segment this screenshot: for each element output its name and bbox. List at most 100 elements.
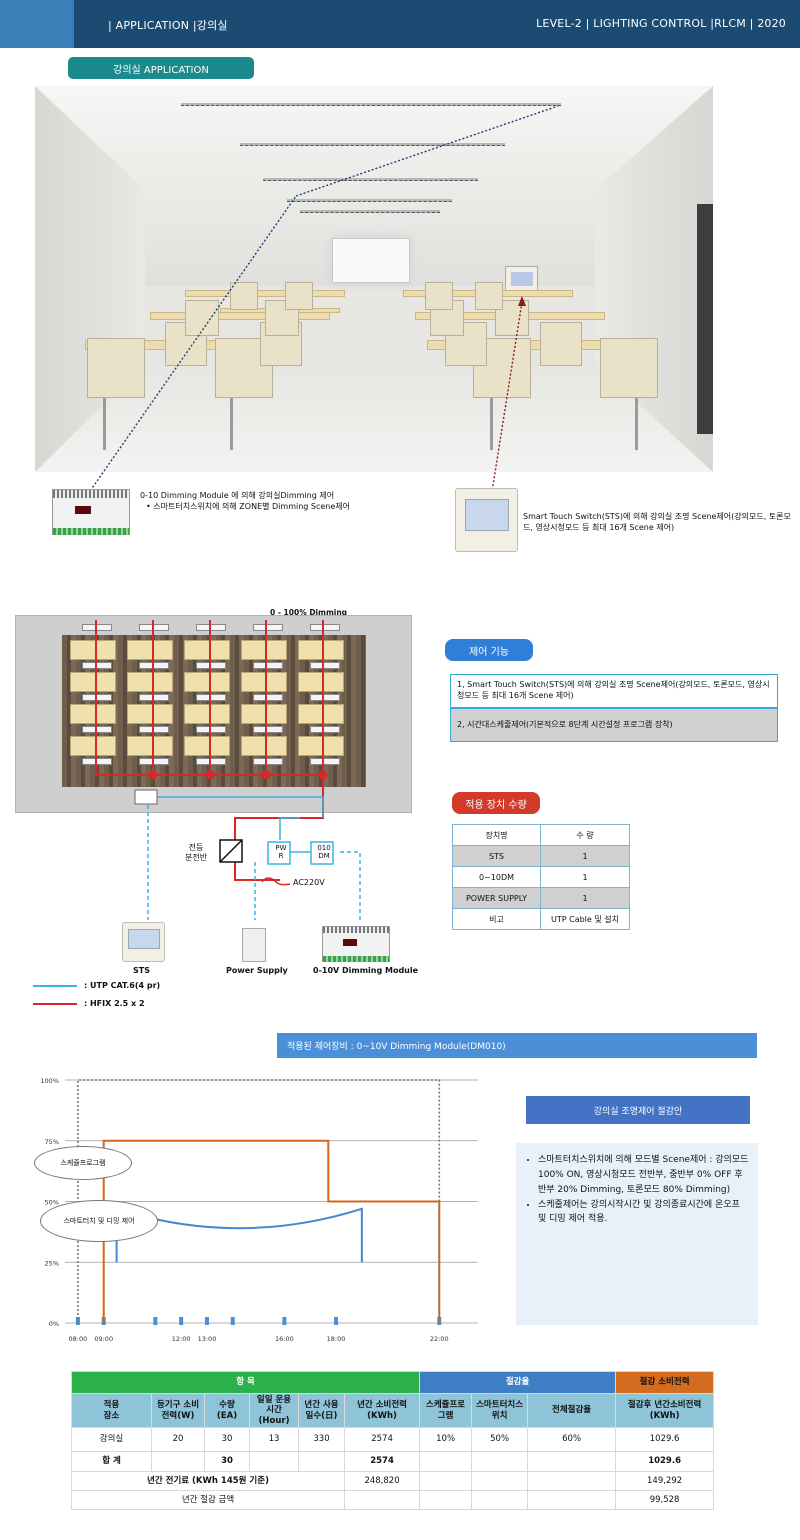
- cell: [471, 1471, 529, 1491]
- table-fee-row: 년간 전기료 (KWh 145원 기준) 248,820 149,292: [71, 1471, 715, 1491]
- chair: [185, 300, 219, 336]
- junction-dot: [205, 770, 215, 780]
- equipment-title: 적용 장치 수량: [452, 792, 540, 814]
- wiring-diagram: [95, 620, 361, 920]
- header-cell: 스케쥴프로 그램: [419, 1393, 473, 1428]
- header-left-text: | APPLICATION |강의실: [108, 19, 228, 32]
- plan-desk: [70, 672, 116, 692]
- dimming-caption-line1: 0-10 Dimming Module 에 의해 강의실Dimming 제어: [140, 491, 335, 500]
- header-cell: 년간 소비전력 (KWh): [343, 1393, 421, 1428]
- plan-desk: [70, 736, 116, 756]
- power-supply-device: [242, 928, 266, 962]
- wall-switch-screen: [511, 272, 533, 286]
- header-cell: 스마트터치스 위치: [471, 1393, 529, 1428]
- plan-desk: [127, 704, 173, 724]
- header-cell: 수량 (EA): [204, 1393, 250, 1428]
- ceiling-light: [240, 143, 505, 146]
- total-saved: 1029.6: [615, 1451, 715, 1472]
- sts-caption-line2: 드, 영상시청모드 등 최대 16개 Scene 제어): [523, 522, 675, 532]
- fee-after: 149,292: [615, 1471, 715, 1491]
- table-header-row: 적용 장소 등기구 소비 전력(W) 수량 (EA) 일일 운용 시간(Hour…: [71, 1393, 715, 1428]
- y-tick-label: 50%: [45, 1199, 59, 1207]
- plan-desk: [127, 640, 173, 660]
- chair: [230, 282, 258, 310]
- equipment-table: 장치명 수 량 STS 1 0~10DM 1 POWER SUPPLY 1 비고…: [452, 824, 630, 930]
- sts-device: [455, 488, 518, 552]
- door: [697, 204, 713, 434]
- cell: [343, 1490, 421, 1510]
- saving-label: 년간 절감 금액: [71, 1490, 345, 1510]
- plan-desk: [70, 704, 116, 724]
- x-tick-label: 16:00: [275, 1335, 294, 1343]
- pwr-label: PW R: [275, 844, 287, 860]
- cell: [151, 1451, 205, 1472]
- callout-lines: [87, 105, 559, 499]
- sts-callout-line: [490, 301, 523, 499]
- equipment-cell: 1: [540, 887, 630, 909]
- cell: 30: [204, 1427, 250, 1452]
- total-annual: 2574: [343, 1451, 421, 1472]
- plan-lamp-icon: [253, 758, 283, 765]
- equipment-cell: 1: [540, 866, 630, 888]
- equipment-row: STS 1: [452, 845, 630, 867]
- sts-caption-line1: Smart Touch Switch(STS)에 의해 강의실 조명 Scene…: [523, 512, 791, 521]
- header-cell: 적용 장소: [71, 1393, 152, 1428]
- equipment-cell: POWER SUPPLY: [452, 887, 541, 909]
- sts-caption: Smart Touch Switch(STS)에 의해 강의실 조명 Scene…: [523, 512, 791, 534]
- cell: [249, 1451, 299, 1472]
- savings-bullet: 스마트터치스위치에 의해 모드별 Scene제어 : 강의모드 100% ON,…: [538, 1153, 750, 1198]
- plan-desk: [298, 736, 344, 756]
- fee-label: 년간 전기료 (KWh 145원 기준): [71, 1471, 345, 1491]
- fee-before: 248,820: [343, 1471, 421, 1491]
- plan-lamp-icon: [310, 662, 340, 669]
- table-group-row: 항 목 절감율 절감 소비전력: [70, 1371, 715, 1394]
- equipment-cell: STS: [452, 845, 541, 867]
- x-tick-marker: [179, 1317, 184, 1325]
- cell: [419, 1490, 473, 1510]
- plan-desk: [241, 640, 287, 660]
- plan-desk: [184, 704, 230, 724]
- section-title: 강의실 APPLICATION: [68, 57, 254, 79]
- ac-cable-icon: [261, 877, 291, 886]
- cell: 10%: [419, 1427, 473, 1452]
- equipment-row: 비고 UTP Cable 및 설치: [452, 908, 630, 930]
- arrow-head-icon: [518, 296, 526, 306]
- cell: [419, 1471, 473, 1491]
- panel-label-line2: 분전반: [185, 853, 208, 863]
- cell: 330: [298, 1427, 345, 1452]
- legend-utp: : UTP CAT.6(4 pr): [84, 981, 161, 990]
- sts-screen: [465, 499, 509, 531]
- plan-desk: [241, 672, 287, 692]
- dimming-module-device: [52, 489, 130, 535]
- x-tick-label: 13:00: [198, 1335, 217, 1343]
- plan-top-label: 0 - 100% Dimming: [270, 608, 348, 617]
- x-tick-marker: [334, 1317, 339, 1325]
- header-cell: 절감후 년간소비전력 (KWh): [615, 1393, 715, 1428]
- panel-label: 전등 분전반: [185, 843, 207, 864]
- x-tick-marker: [230, 1317, 235, 1325]
- group-header-items: 항 목: [70, 1371, 421, 1394]
- cell: [527, 1471, 617, 1491]
- header-accent: [0, 0, 74, 48]
- terminal-strip: [53, 490, 129, 498]
- cell: [527, 1451, 617, 1472]
- group-header-saved: 절감 소비전력: [615, 1371, 715, 1394]
- x-tick-marker: [204, 1317, 209, 1325]
- table-total-row: 합 계 30 2574 1029.6: [71, 1451, 715, 1472]
- x-tick-label: 18:00: [327, 1335, 346, 1343]
- y-tick-label: 25%: [45, 1259, 59, 1267]
- header-bar: | APPLICATION |강의실 LEVEL-2 | LIGHTING CO…: [0, 0, 800, 48]
- wall-switch: [505, 266, 538, 294]
- total-label: 합 계: [71, 1451, 152, 1472]
- cell: [527, 1490, 617, 1510]
- x-tick-marker: [153, 1317, 158, 1325]
- ac-label: AC220V: [293, 878, 325, 887]
- plan-desk: [184, 736, 230, 756]
- control-title: 제어 기능: [445, 639, 533, 661]
- legend-swatch-utp: [33, 985, 77, 987]
- ceiling-light: [300, 210, 440, 213]
- panel-icon-diagonal: [219, 839, 243, 863]
- header-cell: 년간 사용 일수(日): [298, 1393, 345, 1428]
- cell: 13: [249, 1427, 299, 1452]
- equipment-row: 0~10DM 1: [452, 866, 630, 888]
